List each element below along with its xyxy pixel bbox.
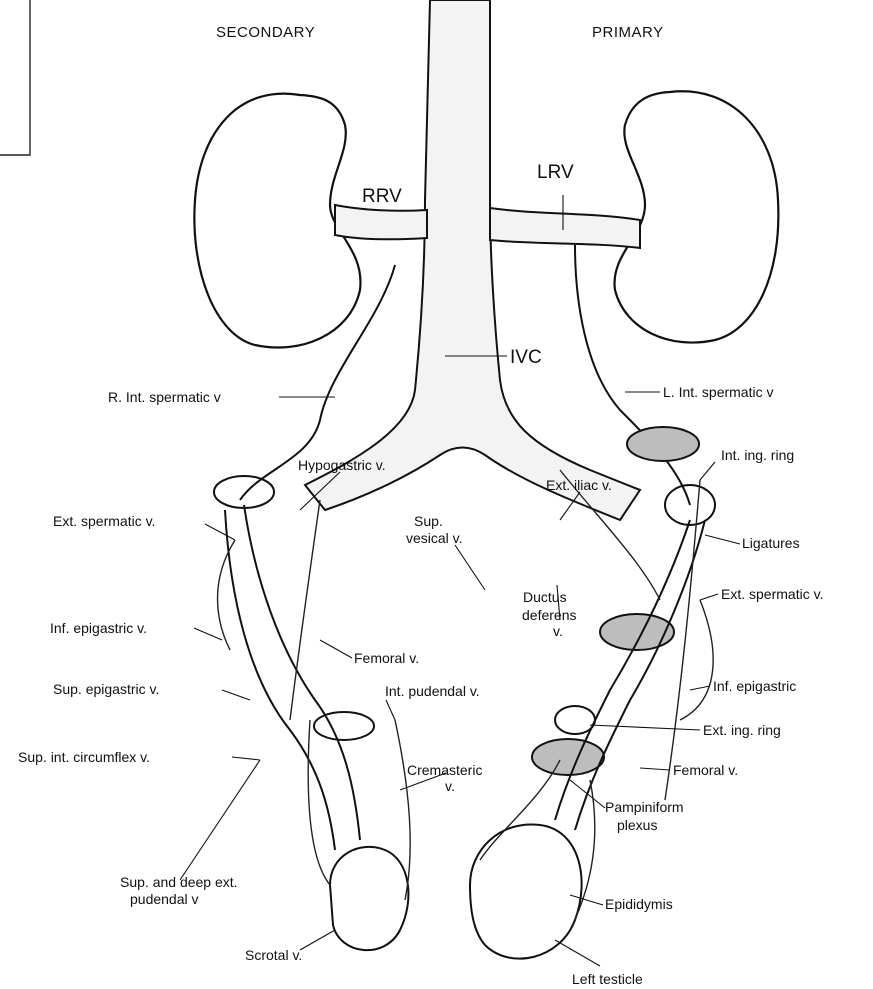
leader-int-pudendal: [386, 700, 395, 720]
label-sup-deep-ext-1: Sup. and deep ext.: [120, 874, 238, 890]
right-cord: [244, 505, 360, 840]
left-kidney: [615, 91, 779, 342]
left-renal-vein: [490, 208, 640, 248]
leader-ext-ing-ring: [590, 725, 700, 730]
leader-ligatures: [705, 535, 740, 544]
left-testicle: [470, 824, 582, 958]
label-sup-deep-ext-2: pudendal v: [130, 891, 199, 907]
leader-int-ing-ring: [700, 462, 715, 480]
right-femoral: [290, 500, 320, 720]
label-cremasteric-1: Cremasteric: [407, 762, 482, 778]
right-ext-ing-ring: [314, 712, 374, 740]
label-ext-spermatic-right: Ext. spermatic v.: [721, 586, 823, 602]
right-int-ing-ring: [214, 476, 274, 508]
label-rrv: RRV: [362, 186, 402, 207]
label-ligatures: Ligatures: [742, 535, 800, 551]
label-int-pudendal: Int. pudendal v.: [385, 683, 480, 699]
leader-ext-spermatic-right: [700, 594, 718, 600]
label-epididymis: Epididymis: [605, 896, 673, 912]
right-renal-vein: [335, 205, 427, 239]
label-left-testicle: Left testicle: [572, 971, 643, 987]
leader-sup-vesical: [455, 545, 485, 590]
label-pampiniform-2: plexus: [617, 817, 657, 833]
left-ext-ing-ring: [555, 706, 595, 734]
frame-corner: [0, 0, 30, 155]
label-pampiniform-1: Pampiniform: [605, 799, 684, 815]
leader-femoral-right: [640, 768, 670, 770]
ligature-lower: [532, 739, 604, 775]
ligature-upper: [627, 427, 699, 461]
label-femoral-right: Femoral v.: [673, 762, 738, 778]
label-ivc: IVC: [510, 347, 542, 368]
header-secondary: SECONDARY: [216, 24, 315, 41]
label-ductus-1: Ductus: [523, 589, 567, 605]
label-sup-vesical-1: Sup.: [414, 513, 443, 529]
label-sup-vesical-2: vesical v.: [406, 530, 463, 546]
leader-sup-epigastric: [222, 690, 250, 700]
right-testicle: [330, 847, 408, 950]
right-ext-spermatic: [218, 540, 236, 650]
header-primary: PRIMARY: [592, 24, 664, 41]
label-int-ing-ring: Int. ing. ring: [721, 447, 794, 463]
label-lrv: LRV: [537, 162, 574, 183]
leader-scrotal: [300, 930, 335, 950]
label-ext-spermatic-left: Ext. spermatic v.: [53, 513, 155, 529]
label-ductus-3: v.: [553, 623, 563, 639]
label-femoral-center: Femoral v.: [354, 650, 419, 666]
leader-inf-epigastric-left: [194, 628, 222, 640]
label-sup-epigastric: Sup. epigastric v.: [53, 681, 159, 697]
leader-inf-epigastric-right: [690, 686, 710, 690]
label-scrotal: Scrotal v.: [245, 947, 302, 963]
label-ext-iliac: Ext. iliac v.: [546, 477, 612, 493]
right-cord-2: [225, 510, 335, 850]
label-hypogastric: Hypogastric v.: [298, 457, 386, 473]
leader-sup-int-circumflex: [232, 757, 260, 760]
label-inf-epigastric-left: Inf. epigastric v.: [50, 620, 147, 636]
leader-femoral-center: [320, 640, 352, 658]
ligature-middle: [600, 614, 674, 650]
leader-left-testicle: [555, 940, 600, 966]
leader-sup-deep-ext: [180, 760, 260, 880]
leader-pampiniform: [570, 780, 605, 808]
label-ext-ing-ring: Ext. ing. ring: [703, 722, 781, 738]
label-ductus-2: deferens: [522, 607, 576, 623]
label-l-int-spermatic: L. Int. spermatic v: [663, 384, 773, 400]
label-cremasteric-2: v.: [445, 778, 455, 794]
label-r-int-spermatic: R. Int. spermatic v: [108, 389, 221, 405]
leader-ext-spermatic-left: [205, 524, 235, 540]
left-ext-spermatic: [680, 600, 713, 720]
label-inf-epigastric-right: Inf. epigastric: [713, 678, 796, 694]
label-sup-int-circumflex: Sup. int. circumflex v.: [18, 749, 150, 765]
